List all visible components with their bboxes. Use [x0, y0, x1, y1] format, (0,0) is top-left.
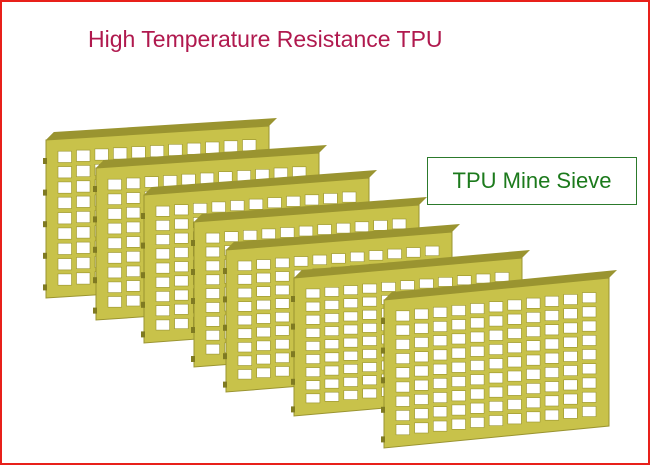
sieve-panel — [381, 270, 617, 449]
product-label-box: TPU Mine Sieve — [427, 157, 637, 205]
page-title: High Temperature Resistance TPU — [88, 26, 443, 52]
product-label-text: TPU Mine Sieve — [452, 168, 612, 193]
